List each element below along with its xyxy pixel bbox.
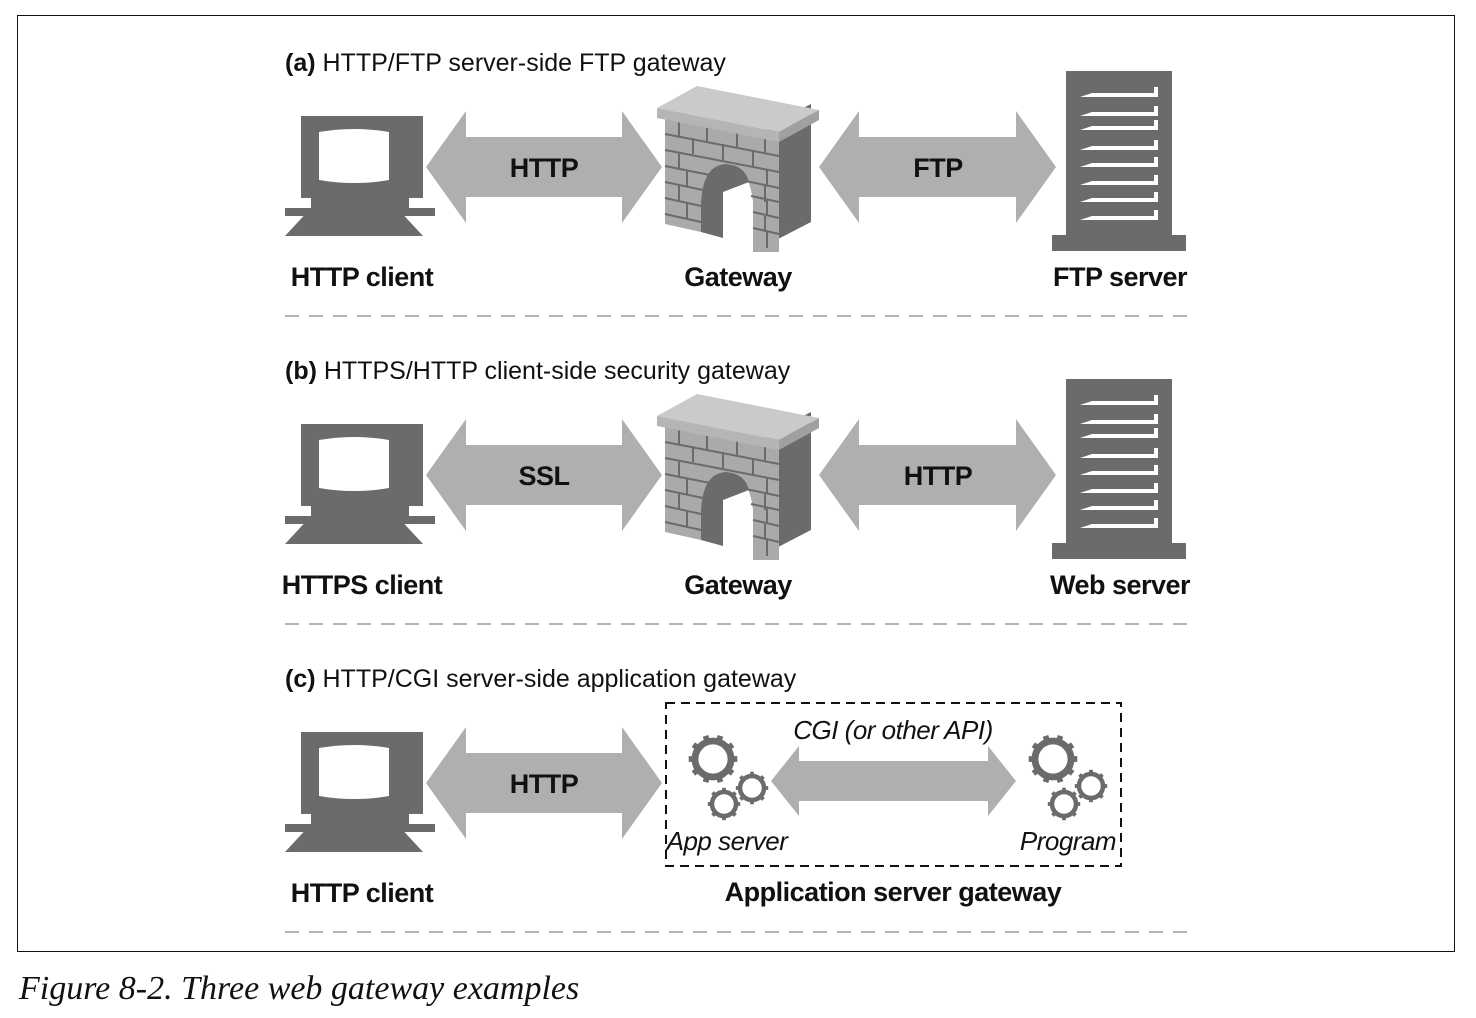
- app-server-label: App server: [665, 826, 790, 856]
- right-arrow: [819, 419, 1056, 531]
- left-node-label: HTTP client: [291, 262, 434, 292]
- gateway-icon: [656, 393, 820, 561]
- gears-icon: [1028, 734, 1108, 821]
- gear-small: [735, 771, 769, 805]
- middle-node-label: Gateway: [684, 570, 792, 600]
- left-arrow-label: SSL: [518, 461, 569, 491]
- gear-small: [707, 787, 741, 821]
- right-node-label: Web server: [1050, 570, 1191, 600]
- gear-small: [1074, 769, 1108, 803]
- section-title: (c) HTTP/CGI server-side application gat…: [285, 665, 797, 693]
- left-arrow-label: HTTP: [510, 153, 579, 183]
- computer-icon: [285, 116, 435, 236]
- right-node-label: FTP server: [1053, 262, 1188, 292]
- inner-arrow: [771, 746, 1016, 816]
- middle-node-label: Gateway: [684, 262, 792, 292]
- gateway-icon: [656, 85, 820, 253]
- left-arrow: [426, 727, 662, 839]
- right-arrow-label: HTTP: [904, 461, 973, 491]
- gears-icon: [688, 734, 769, 821]
- left-node-label: HTTPS client: [282, 570, 443, 600]
- program-label: Program: [1020, 826, 1116, 856]
- app-gateway-label: Application server gateway: [725, 877, 1062, 907]
- figure-caption: Figure 8-2. Three web gateway examples: [19, 970, 580, 1007]
- left-arrow: [426, 111, 662, 223]
- left-node-label: HTTP client: [291, 878, 434, 908]
- server-icon: [1052, 379, 1186, 559]
- right-arrow-label: FTP: [913, 153, 963, 183]
- right-arrow: [819, 111, 1056, 223]
- computer-icon: [285, 732, 435, 852]
- section-title: (b) HTTPS/HTTP client-side security gate…: [285, 357, 791, 385]
- figure-frame: [17, 15, 1455, 952]
- left-arrow-label: HTTP: [510, 769, 579, 799]
- inner-arrow-label: CGI (or other API): [793, 715, 993, 745]
- left-arrow: [426, 419, 662, 531]
- server-icon: [1052, 71, 1186, 251]
- gear-big: [1028, 734, 1078, 784]
- app-gateway-box: [665, 702, 1122, 867]
- gear-big: [688, 734, 738, 784]
- gear-small: [1047, 787, 1081, 821]
- computer-icon: [285, 424, 435, 544]
- section-title: (a) HTTP/FTP server-side FTP gateway: [285, 49, 726, 77]
